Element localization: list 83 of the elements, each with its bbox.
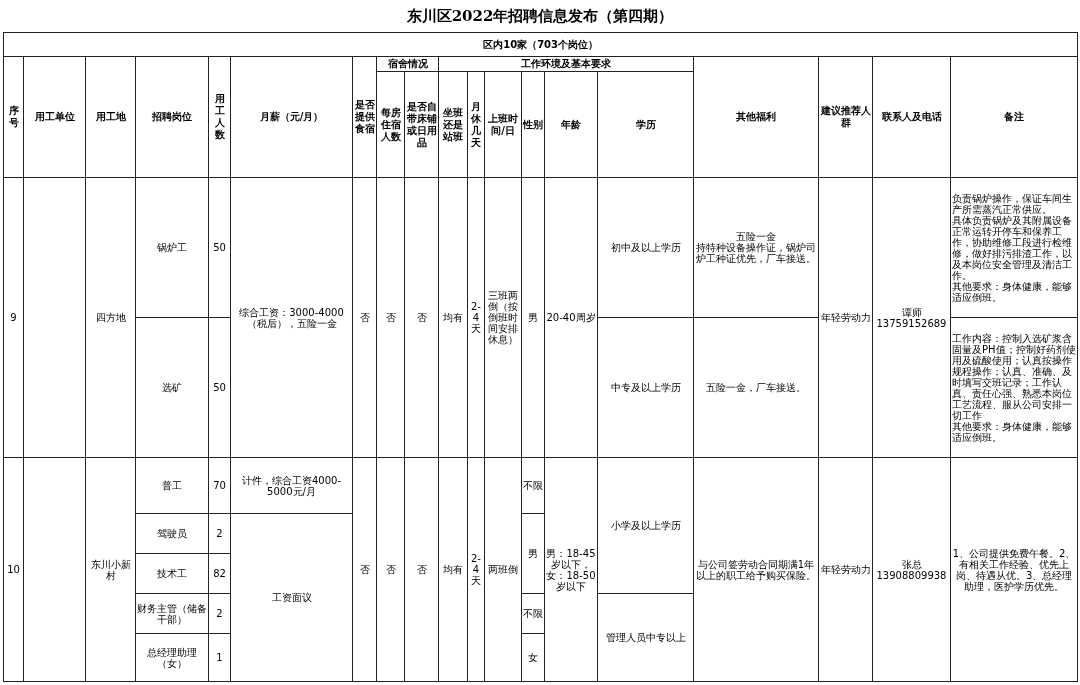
column-header: 是否自带床铺或日用品	[406, 100, 437, 149]
note-text: 其他要求：身体健康，能够适应倒班。	[952, 280, 1073, 303]
cell-text: 1、公司提供免费午餐。2、有相关工作经验、优先上岗、待遇从优。3、总经理助理，医护学历优先。	[952, 547, 1077, 592]
column-header: 是否提供食宿	[354, 99, 375, 135]
cell-text: 13759152689	[875, 317, 948, 329]
cell-text: 三班两倒（按倒班时间安排休息）	[487, 290, 519, 345]
column-header: 工作环境及基本要求	[520, 58, 612, 70]
column-header: 宿舍情况	[386, 58, 429, 70]
cell-text: 年轻劳动力	[820, 312, 871, 323]
note-text: 其他要求：身体健康，能够适应倒班。	[952, 420, 1073, 443]
cell-text: 否	[415, 312, 428, 323]
cell-text: 男：18-45岁以下，女：18-50岁以下	[546, 547, 596, 592]
cell-text: 驾驶员	[156, 528, 188, 539]
cell-text: 50	[212, 242, 227, 253]
cell-text: 中专及以上学历	[609, 382, 682, 393]
column-header: 其他福利	[735, 111, 777, 123]
cell-text: 总经理助理（女）	[146, 646, 198, 669]
cell-text: 综合工资：3000-4000（税后），五险一金	[238, 306, 345, 329]
cell-text: 普工	[161, 480, 183, 491]
cell-text: 女	[527, 652, 539, 663]
cell-text: 10	[6, 564, 21, 575]
column-header: 每房住宿人数	[379, 106, 402, 143]
column-header: 建议推荐人群	[820, 105, 871, 129]
cell-text: 不限	[523, 480, 543, 491]
cell-text: 张总	[900, 558, 923, 570]
cell-text: 财务主管（储备干部）	[137, 602, 207, 625]
table-heading: 区内10家（703个岗位）	[482, 38, 599, 51]
cell-text: 2-4天	[470, 301, 482, 334]
cell-text: 均有	[442, 564, 464, 575]
page-title: 东川区2022年招聘信息发布（第四期）	[405, 6, 675, 27]
column-header: 用工人数	[213, 93, 226, 141]
cell-text: 初中及以上学历	[609, 242, 682, 253]
cell-text: 82	[212, 568, 227, 579]
cell-text: 70	[212, 480, 227, 491]
cell-text: 五险一金，厂车接送。	[705, 382, 807, 393]
cell-text: 2	[215, 608, 224, 619]
column-header: 坐班还是站班	[442, 106, 464, 143]
cell-text: 谭师	[900, 306, 923, 318]
column-header: 学历	[634, 118, 657, 131]
cell-text: 技术工	[156, 568, 188, 579]
column-header: 年龄	[560, 118, 582, 131]
column-header: 上班时间/日	[487, 112, 519, 137]
cell-text: 工资面议	[270, 592, 313, 603]
cell-text: 四方地	[94, 312, 127, 323]
note-text: 负责锅炉操作，保证车间生产所需蒸汽正常供应。	[952, 192, 1073, 215]
column-header: 招聘岗位	[151, 111, 193, 123]
column-header: 联系人及电话	[880, 111, 943, 123]
cell-text: 1	[215, 652, 224, 663]
cell-text: 两班倒	[487, 564, 519, 575]
cell-text: 13908809938	[875, 569, 948, 581]
cell-text: 男	[527, 548, 539, 559]
note-text: 工作内容：控制入选矿浆含固量及PH值；控制好药剂使用及硫酸使用；认真按操作规程操作；认真、准确、及时填写交班记录；工作认真、责任心强、熟悉本岗位工艺流程、服从公司安排一切工作	[952, 332, 1077, 421]
cell-text: 2-4天	[470, 553, 482, 586]
cell-text: 否	[358, 564, 371, 575]
cell-text: 均有	[442, 312, 464, 323]
cell-text: 小学及以上学历	[609, 520, 682, 531]
cell-text: 2	[215, 528, 224, 539]
column-header: 用工地	[94, 111, 127, 123]
cell-text: 计件，综合工资4000-5000元/月	[240, 474, 343, 497]
column-header: 月休几天	[470, 100, 482, 149]
column-header: 用工单位	[33, 111, 76, 123]
cell-text: 选矿	[161, 382, 183, 393]
cell-text: 不限	[523, 608, 543, 619]
cell-text: 否	[358, 312, 371, 323]
column-header: 月薪（元/月）	[258, 111, 325, 123]
cell-text: 与公司签劳动合同期满1年以上的职工给予购买保险。	[695, 558, 817, 581]
cell-text: 9	[9, 312, 18, 323]
cell-text: 否	[415, 564, 428, 575]
cell-text: 否	[384, 564, 397, 575]
cell-text: 管理人员中专以上	[604, 632, 687, 643]
cell-text: 男	[527, 312, 539, 323]
cell-text: 五险一金	[735, 231, 777, 242]
cell-text: 年轻劳动力	[820, 564, 871, 575]
column-header: 备注	[1003, 111, 1026, 123]
cell-text: 锅炉工	[156, 242, 188, 253]
cell-text: 20-40周岁	[546, 312, 596, 323]
column-header: 序号	[7, 105, 20, 129]
cell-text: 东川小新村	[89, 558, 132, 581]
cell-text: 持特种设备操作证，锅炉司炉工种证优先，厂车接送。	[695, 242, 817, 264]
column-header: 性别	[523, 118, 543, 131]
note-text: 具体负责锅炉及其附属设备正常运转开停车和保养工作，协助维修工段进行检维修，做好排污排渣工作，以及本岗位安全管理及清洁工作。	[952, 214, 1073, 281]
cell-text: 50	[212, 382, 227, 393]
cell-text: 否	[384, 312, 397, 323]
